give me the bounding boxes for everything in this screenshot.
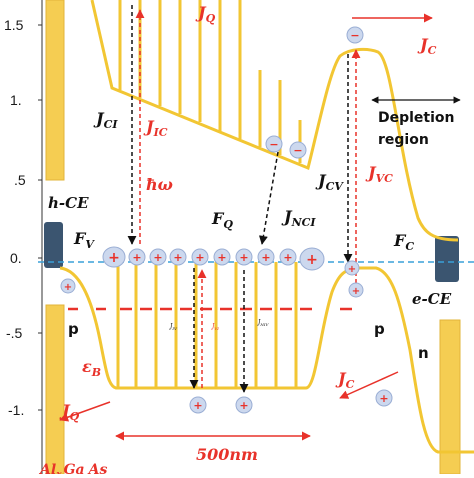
label-n-right: n (418, 344, 429, 362)
label-epsilon-b: εB (82, 357, 101, 379)
hole-carrier: + (279, 248, 297, 266)
label-p-right: p (374, 320, 385, 338)
hole-carrier: + (348, 282, 364, 298)
hole-carrier: + (191, 248, 209, 266)
valence-band (59, 266, 474, 454)
svg-text:+: + (193, 399, 202, 412)
label-depletion-line1: Depletion (378, 110, 455, 126)
hole-carrier: + (128, 248, 146, 266)
svg-text:+: + (173, 251, 182, 264)
label-depletion-line2: region (378, 132, 429, 148)
label-hbar-omega: ħω (146, 175, 173, 194)
hole-carrier: + (299, 247, 325, 271)
arrow-jc-bottom (339, 371, 399, 399)
label-jic: JIC (143, 117, 168, 139)
electron-carrier: − (346, 26, 364, 44)
y-ticks: 1.5 1. .5 0. -.5 -1. (4, 17, 42, 418)
hole-carrier: + (213, 248, 231, 266)
hole-contact-electrode (44, 222, 63, 268)
label-jcv: JCV (315, 171, 344, 193)
y-tick-label: 1.5 (4, 17, 24, 33)
hole-carrier: + (257, 248, 275, 266)
label-material: AlxGaAs (38, 462, 107, 474)
hole-carrier: + (235, 396, 253, 414)
label-fq: FQ (211, 209, 233, 231)
svg-text:+: + (261, 251, 270, 264)
hole-carrier: + (189, 396, 207, 414)
label-jiv: JIV (168, 323, 178, 331)
y-tick-label: -.5 (6, 325, 23, 341)
svg-text:+: + (352, 286, 360, 297)
label-fc: FC (393, 231, 414, 253)
label-jvi: JVI (210, 323, 219, 331)
svg-text:+: + (239, 399, 248, 412)
electron-contact-electrode (435, 236, 459, 282)
hole-contact-bar (45, 0, 65, 181)
svg-text:+: + (132, 251, 141, 264)
svg-text:+: + (153, 251, 162, 264)
y-tick-label: 1. (10, 92, 22, 108)
hole-carrier: + (375, 389, 393, 407)
label-width: 500nm (196, 445, 258, 464)
svg-text:+: + (306, 252, 318, 268)
y-tick-label: 0. (10, 250, 22, 266)
svg-text:+: + (348, 264, 356, 275)
y-tick-label: .5 (14, 172, 26, 188)
svg-text:+: + (379, 392, 388, 405)
label-jvc: JVC (365, 163, 393, 185)
valence-band-states (116, 262, 298, 388)
label-jniv: JNIV (256, 319, 269, 327)
electron-carrier: − (265, 135, 283, 153)
label-jci: JCI (93, 109, 118, 131)
hole-contact-bar-lower (45, 304, 65, 475)
label-e-ce: e-CE (412, 290, 452, 308)
arrow-jnci (258, 151, 279, 245)
svg-text:+: + (195, 251, 204, 264)
label-jnci: JNCI (281, 207, 316, 229)
hole-carrier: + (102, 246, 126, 268)
svg-text:−: − (293, 144, 302, 157)
arrow-jq-bottom (59, 401, 111, 422)
svg-text:+: + (108, 250, 120, 266)
hole-carrier: + (149, 248, 167, 266)
label-h-ce: h-CE (48, 194, 89, 212)
svg-text:+: + (217, 251, 226, 264)
label-p-left: p (68, 320, 79, 338)
hole-carrier: + (169, 248, 187, 266)
hole-carrier: + (235, 248, 253, 266)
label-jq-top: JQ (195, 3, 216, 25)
electron-contact-bar (416, 0, 432, 150)
label-jc-top: JC (417, 35, 437, 57)
conduction-band (90, 0, 459, 242)
label-jq-bottom: JQ (59, 401, 80, 423)
hole-carrier: + (60, 278, 76, 294)
label-jc-bottom: JC (335, 369, 355, 391)
hole-carrier: + (344, 260, 360, 276)
svg-text:+: + (283, 251, 292, 264)
carriers: + + + + + + + + + + + + + + + + − − − (60, 26, 393, 414)
svg-text:−: − (350, 29, 359, 42)
svg-text:+: + (239, 251, 248, 264)
svg-text:−: − (269, 138, 278, 151)
label-fv: FV (73, 229, 95, 251)
svg-text:+: + (64, 282, 72, 293)
y-tick-label: -1. (8, 402, 24, 418)
electron-carrier: − (289, 141, 307, 159)
